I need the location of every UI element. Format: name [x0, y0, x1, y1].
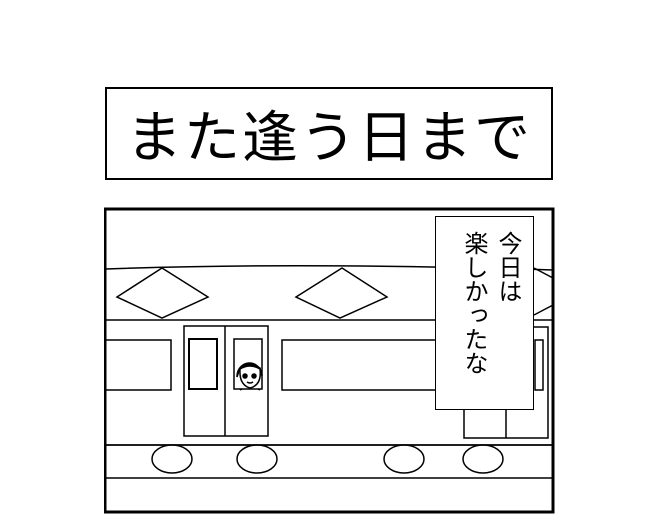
passenger-face	[236, 362, 263, 391]
roof-diamond	[294, 267, 389, 319]
train-window	[104, 339, 172, 391]
speech-line-2: 楽しかったな	[460, 231, 488, 375]
train-door	[183, 325, 269, 437]
wheel	[236, 444, 278, 474]
right-car-roof	[533, 267, 554, 316]
speech-bubble: 今日は 楽しかったな	[435, 216, 534, 410]
title-text: また逢う日まで	[126, 106, 532, 171]
speech-line-1: 今日は	[494, 231, 522, 303]
door-window	[188, 338, 218, 390]
train-window	[281, 339, 443, 391]
roof-diamond	[115, 267, 210, 319]
door-window	[233, 338, 263, 390]
wheel	[383, 444, 425, 474]
title-box: また逢う日まで	[105, 87, 553, 180]
wheel	[151, 444, 193, 474]
comic-panel	[104, 207, 555, 514]
wheel	[462, 444, 504, 474]
right-car-window	[534, 339, 544, 391]
panel-border	[104, 207, 555, 514]
